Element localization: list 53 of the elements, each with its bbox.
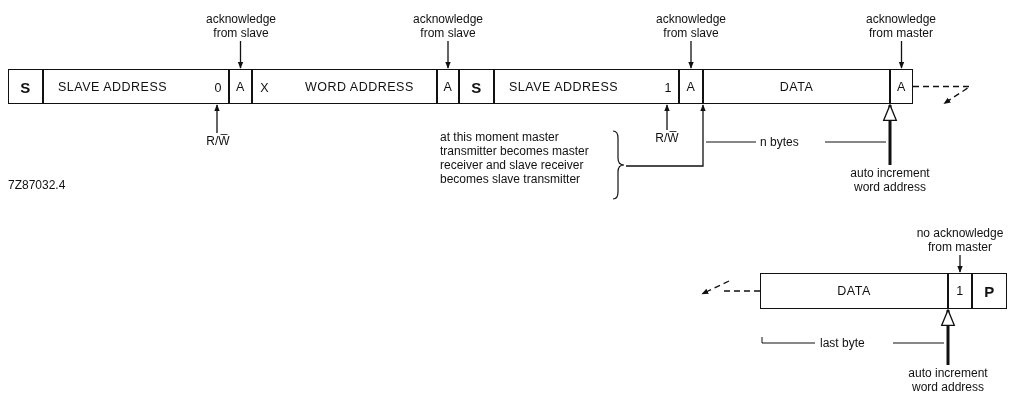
continuation-arrow — [701, 280, 761, 295]
annotation-text: acknowledge from master — [856, 12, 946, 40]
bit-value: 0 — [206, 70, 230, 105]
note-text: at this moment master transmitter becomes master receiver and slave receiver becomes slave transmitter — [440, 130, 590, 186]
arrow — [445, 40, 451, 69]
hollow-arrow — [941, 309, 955, 365]
frame-field — [760, 273, 948, 309]
field-label: A — [443, 79, 453, 94]
frame-field — [494, 69, 679, 104]
frame-field — [890, 69, 913, 104]
frame-field — [972, 273, 1007, 309]
annotation-text: R/W̅ — [202, 134, 234, 150]
frame-field — [703, 69, 890, 104]
field-label: A — [897, 79, 906, 94]
field-label: DATA — [779, 79, 814, 94]
bit-value: X — [253, 70, 276, 105]
field-label: S — [471, 78, 482, 95]
field-label: S — [20, 78, 31, 95]
hollow-arrow — [883, 104, 897, 165]
figure-code: 7Z87032.4 — [8, 178, 66, 192]
field-label: P — [984, 282, 995, 300]
field-label: A — [686, 79, 696, 94]
field-label: SLAVE ADDRESS — [509, 79, 619, 94]
frame-field — [679, 69, 703, 104]
annotation-text: auto increment word address — [838, 166, 942, 194]
annotation-text: acknowledge from slave — [407, 12, 489, 40]
annotation-text: acknowledge from slave — [200, 12, 282, 40]
arrow — [957, 254, 963, 273]
frame-field — [229, 69, 252, 104]
field-label: A — [236, 79, 245, 94]
annotation-text: R/W̅ — [651, 131, 683, 147]
frame-field — [8, 69, 43, 104]
frame-field — [948, 273, 972, 309]
annotation-text: acknowledge from slave — [650, 12, 732, 40]
annotation-text: auto increment word address — [896, 366, 1000, 394]
dimension-label: last byte — [820, 336, 865, 350]
field-label: SLAVE ADDRESS — [58, 79, 168, 94]
arrow — [898, 40, 905, 69]
frame-field — [459, 69, 494, 104]
arrow — [664, 104, 670, 131]
arrow — [688, 40, 694, 69]
frame-field — [43, 69, 229, 104]
bit-value: 1 — [656, 70, 680, 105]
dimension-label: n bytes — [760, 135, 799, 149]
field-label: DATA — [837, 284, 871, 298]
frame-field — [437, 69, 459, 104]
frame-field — [252, 69, 437, 104]
arrow — [625, 104, 706, 167]
field-label: WORD ADDRESS — [305, 79, 414, 94]
arrow — [214, 104, 220, 134]
arrow — [237, 40, 244, 69]
annotation-text: no acknowledge from master — [912, 226, 1008, 254]
field-label: 1 — [956, 284, 964, 298]
